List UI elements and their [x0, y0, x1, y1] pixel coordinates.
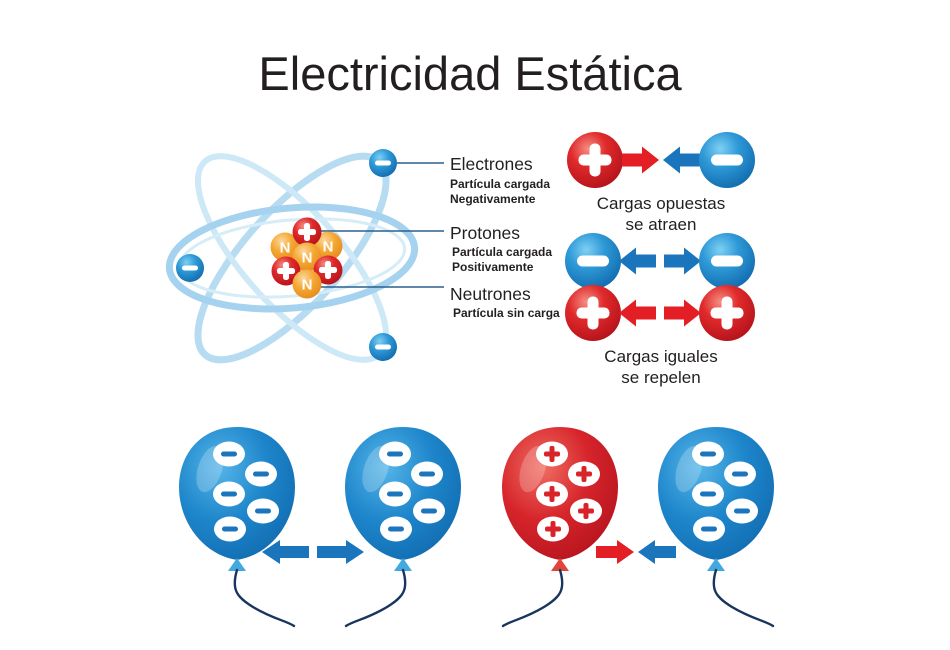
- positive-charge-circle: [567, 132, 623, 188]
- neutrons-sublabel-1: Partícula sin carga: [453, 306, 560, 320]
- charge-minus: [693, 516, 725, 542]
- repel-arrow-right-icon: [317, 540, 364, 564]
- charge-minus: [213, 481, 245, 507]
- charge-minus: [726, 498, 758, 524]
- neutrons-label: Neutrones: [450, 284, 531, 304]
- balloon-negative-1: [179, 427, 296, 628]
- charge-minus: [692, 441, 724, 467]
- balloon-string: [344, 568, 407, 628]
- charge-minus: [245, 461, 277, 487]
- charge-plus: [570, 498, 602, 524]
- balloon-string: [712, 568, 775, 628]
- charge-plus: [537, 516, 569, 542]
- charge-minus: [411, 461, 443, 487]
- positive-charge-circle: [565, 285, 621, 341]
- protons-label: Protones: [450, 223, 520, 243]
- charge-plus: [536, 481, 568, 507]
- balloon-negative-3: [658, 427, 775, 628]
- charge-minus: [413, 498, 445, 524]
- charge-minus: [724, 461, 756, 487]
- arrow-left-icon: [619, 299, 656, 327]
- charge-minus: [213, 441, 245, 467]
- electron-particle: [176, 254, 204, 282]
- atom-diagram: Electrones Partícula cargada Negativamen…: [165, 149, 560, 364]
- electrons-label: Electrones: [450, 154, 533, 174]
- attract-arrow-red-icon: [596, 540, 634, 564]
- proton-particle: [292, 217, 322, 247]
- positive-charge-circle: [699, 285, 755, 341]
- charge-minus: [379, 441, 411, 467]
- attract-arrow-blue-icon: [638, 540, 676, 564]
- electrons-sublabel-2: Negativamente: [450, 192, 536, 206]
- balloon-positive: [501, 427, 618, 628]
- charge-minus: [380, 516, 412, 542]
- negative-charge-circle: [699, 132, 755, 188]
- balloon-attract-pair: [501, 427, 775, 628]
- charge-minus: [247, 498, 279, 524]
- orbit-ellipse: [165, 203, 419, 313]
- balloon-repel-pair: [179, 427, 461, 628]
- protons-sublabel-1: Partícula cargada: [452, 245, 552, 259]
- arrow-left-icon: [619, 247, 656, 275]
- negative-charge-circle: [565, 233, 621, 289]
- charge-plus: [536, 441, 568, 467]
- arrow-right-icon: [622, 146, 659, 174]
- protons-sublabel-2: Positivamente: [452, 260, 534, 274]
- charge-minus: [379, 481, 411, 507]
- balloon-string: [501, 568, 564, 628]
- charge-interaction-positive-repel: Cargas iguales se repelen: [565, 285, 755, 387]
- balloon-string: [233, 568, 296, 628]
- equal-caption-line2: se repelen: [621, 368, 700, 387]
- arrow-left-icon: [663, 146, 700, 174]
- opposite-caption-line2: se atraen: [626, 215, 697, 234]
- atom-labels: Electrones Partícula cargada Negativamen…: [450, 154, 560, 320]
- electron-particle: [369, 149, 397, 177]
- arrow-right-icon: [664, 247, 701, 275]
- electron-particle: [369, 333, 397, 361]
- charge-interaction-opposite: Cargas opuestas se atraen: [567, 132, 755, 234]
- charge-minus: [692, 481, 724, 507]
- arrow-right-icon: [664, 299, 701, 327]
- equal-caption-line1: Cargas iguales: [604, 347, 717, 366]
- charge-plus: [568, 461, 600, 487]
- charge-interaction-negative-repel: [565, 233, 755, 289]
- neutron-particle: [292, 269, 322, 299]
- electrons-sublabel-1: Partícula cargada: [450, 177, 550, 191]
- charge-minus: [214, 516, 246, 542]
- page-title: Electricidad Estática: [258, 47, 682, 100]
- negative-charge-circle: [699, 233, 755, 289]
- balloon-negative-2: [344, 427, 461, 628]
- opposite-caption-line1: Cargas opuestas: [597, 194, 726, 213]
